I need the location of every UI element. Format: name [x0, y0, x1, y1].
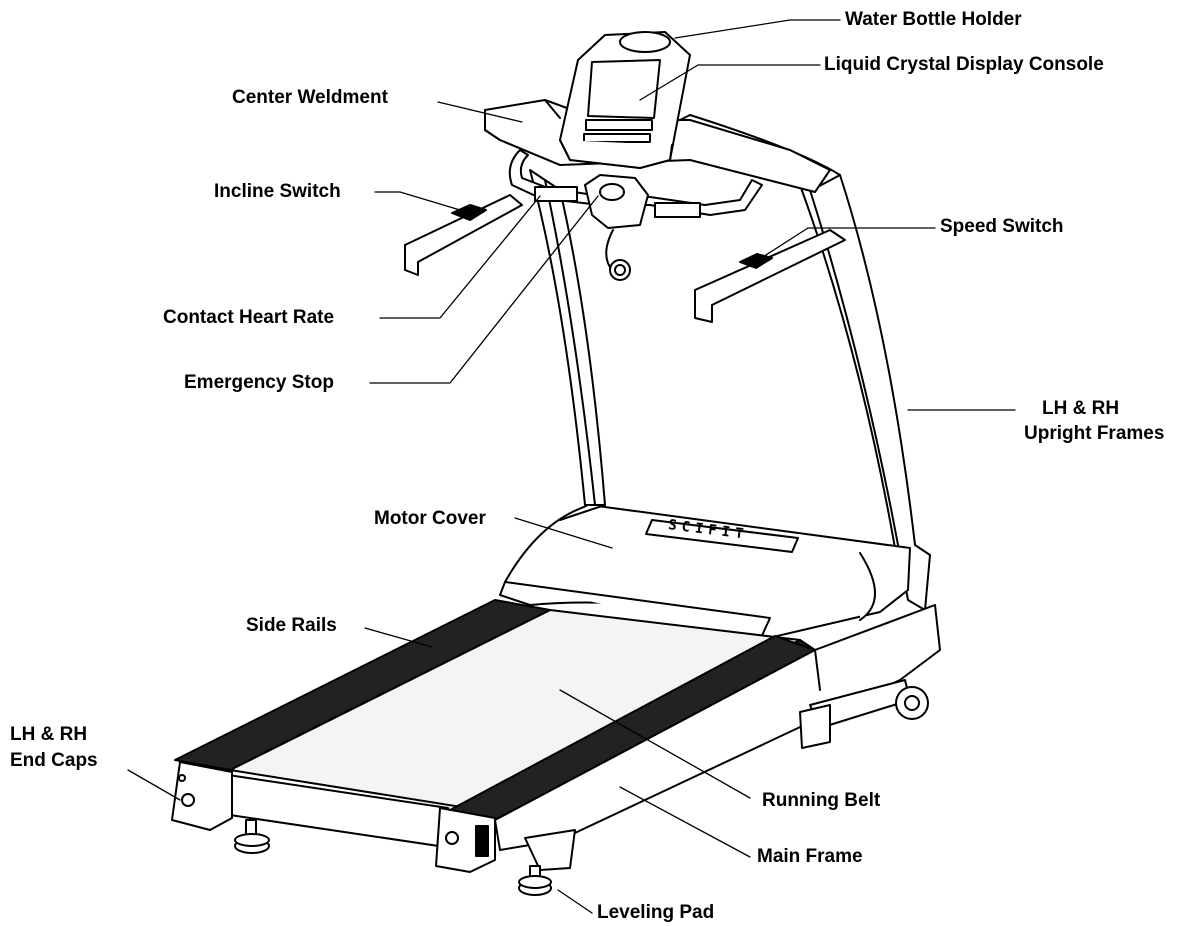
- leader-incline-switch: [374, 191, 461, 211]
- deck: [174, 599, 941, 851]
- leader-center-weldment: [437, 101, 523, 123]
- motor-cover-drawing: [499, 504, 911, 641]
- upright-frame-left: [529, 169, 606, 506]
- label-running-belt: Running Belt: [762, 790, 881, 811]
- end-cap-right: [435, 807, 496, 873]
- label-speed-switch: Speed Switch: [940, 216, 1064, 237]
- leader-lcd-console: [639, 64, 821, 101]
- leader-main-frame: [619, 786, 751, 858]
- leader-lines: [127, 19, 1016, 914]
- label-center-weldment: Center Weldment: [232, 87, 388, 108]
- side-handrail-left: [404, 194, 523, 276]
- leader-running-belt: [559, 689, 751, 799]
- label-upright-frames-line1: LH & RH: [1042, 398, 1120, 419]
- label-motor-cover: Motor Cover: [374, 508, 486, 529]
- leader-motor-cover: [514, 517, 613, 549]
- leader-emergency-stop: [369, 195, 599, 384]
- label-upright-frames-line2: Upright Frames: [1024, 423, 1165, 444]
- label-side-rails: Side Rails: [246, 615, 337, 636]
- label-main-frame: Main Frame: [757, 846, 863, 867]
- leader-side-rails: [364, 627, 433, 648]
- leveling-pad-left: [234, 819, 270, 854]
- handlebars: [508, 149, 763, 281]
- leader-water-bottle-holder: [674, 19, 841, 39]
- label-emergency-stop: Emergency Stop: [184, 372, 334, 393]
- lcd-console-drawing: [559, 31, 691, 169]
- label-end-caps-line1: LH & RH: [10, 724, 88, 745]
- side-handrail-right: [694, 229, 846, 323]
- leader-speed-switch: [754, 227, 936, 263]
- leader-end-caps: [127, 769, 181, 801]
- label-water-bottle-holder: Water Bottle Holder: [845, 9, 1022, 30]
- rear-wheel-assembly: [799, 679, 929, 749]
- label-lcd-console: Liquid Crystal Display Console: [824, 54, 1104, 75]
- label-incline-switch: Incline Switch: [214, 181, 341, 202]
- label-end-caps-line2: End Caps: [10, 750, 98, 771]
- leader-leveling-pad: [557, 889, 593, 914]
- leader-contact-heart-rate: [379, 195, 541, 319]
- label-contact-heart-rate: Contact Heart Rate: [163, 307, 335, 328]
- label-leveling-pad: Leveling Pad: [597, 902, 715, 923]
- end-cap-left: [171, 761, 233, 831]
- leveling-pad-right: [518, 829, 576, 896]
